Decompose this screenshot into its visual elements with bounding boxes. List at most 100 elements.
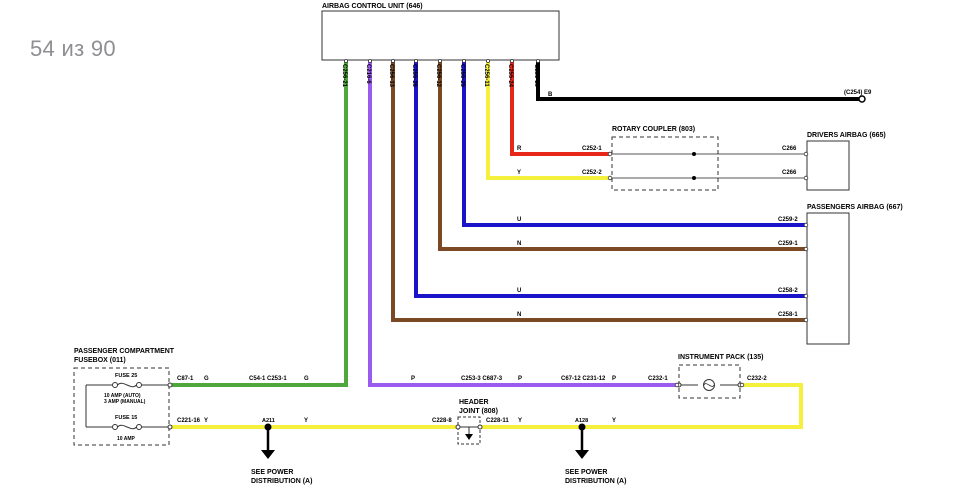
fuse-25-label: FUSE 25 bbox=[115, 373, 137, 379]
acu-pin-terminal bbox=[437, 59, 442, 64]
wire-color-r: R bbox=[517, 146, 522, 152]
acu-pin-label: C256-11 bbox=[483, 64, 489, 87]
conn-c54-c253: C54-1 C253-1 bbox=[249, 376, 287, 382]
fusebox-internal-wiring bbox=[85, 384, 168, 428]
wire-terminal bbox=[803, 317, 809, 323]
wire-terminal bbox=[739, 382, 745, 388]
wire-terminal bbox=[607, 175, 613, 181]
fusebox-label-line1: PASSENGER COMPARTMENT bbox=[74, 348, 175, 355]
acu-pin-terminal bbox=[461, 59, 466, 64]
acu-pin-label: C256-13 bbox=[388, 64, 394, 88]
header-joint-label-line2: JOINT (808) bbox=[459, 408, 498, 415]
see-power-note-2-line1[interactable]: SEE POWER bbox=[565, 469, 607, 476]
wire-terminal bbox=[674, 382, 680, 388]
acu-pin-label: C256-12 bbox=[435, 64, 441, 88]
drivers-airbag-box bbox=[806, 140, 850, 191]
fuse-25-symbol bbox=[112, 382, 142, 388]
wire-yellow-rotary bbox=[486, 62, 610, 180]
instrument-pack-box bbox=[678, 364, 741, 399]
wire-black-ground bbox=[536, 62, 860, 101]
wire-color-u-upper: U bbox=[517, 217, 521, 223]
conn-c221-16: C221-16 bbox=[177, 418, 201, 424]
fusebox-terminal-lower bbox=[167, 424, 173, 430]
header-joint-ground-arrow bbox=[465, 434, 473, 440]
fusebox-label-line2: FUSEBOX (011) bbox=[74, 357, 126, 364]
header-joint-terminal-left bbox=[455, 424, 461, 430]
acu-pin-terminal bbox=[536, 59, 541, 64]
acu-pin-label: C216-6 bbox=[365, 64, 371, 84]
wire-terminal bbox=[803, 222, 809, 228]
conn-a211: A211 bbox=[262, 418, 275, 424]
see-power-note-1-line1[interactable]: SEE POWER bbox=[251, 469, 293, 476]
fuse-25-rating-manual: 3 AMP (MANUAL) bbox=[104, 399, 146, 405]
ground-terminal bbox=[858, 95, 866, 103]
wire-color-n-upper: N bbox=[517, 241, 521, 247]
wire-color-y-rotary: Y bbox=[517, 170, 521, 176]
wire-color-u-lower: U bbox=[517, 288, 521, 294]
airbag-control-unit-box bbox=[321, 10, 560, 61]
fuse-25-rating-auto: 10 AMP (AUTO) bbox=[104, 393, 141, 399]
conn-c228-11: C228-11 bbox=[486, 418, 509, 424]
wire-terminal bbox=[803, 175, 809, 181]
wire-red bbox=[510, 62, 610, 156]
drivers-airbag-label: DRIVERS AIRBAG (665) bbox=[807, 132, 886, 139]
conn-c232-2: C232-2 bbox=[747, 376, 767, 382]
acu-pin-label: C255-24 bbox=[507, 64, 513, 88]
conn-c258-1: C258-1 bbox=[778, 312, 798, 318]
fusebox-terminal-upper bbox=[167, 382, 173, 388]
fuse-15-symbol bbox=[112, 424, 142, 430]
rotary-coupler-label: ROTARY COUPLER (803) bbox=[612, 126, 695, 133]
wire-terminal bbox=[607, 151, 613, 157]
conn-c259-2: C259-2 bbox=[778, 217, 798, 223]
wire-yellow-right bbox=[482, 383, 803, 429]
instrument-pack-bulb-symbol bbox=[703, 379, 715, 391]
passengers-airbag-label: PASSENGERS AIRBAG (667) bbox=[807, 204, 903, 211]
acu-pin-terminal bbox=[413, 59, 418, 64]
wire-color-y-2: Y bbox=[204, 418, 208, 424]
acu-pin-label: C256-21 bbox=[341, 64, 347, 88]
airbag-control-unit-label: AIRBAG CONTROL UNIT (646) bbox=[322, 3, 423, 10]
conn-a128: A128 bbox=[575, 418, 588, 424]
conn-c253-c687: C253-3 C687-3 bbox=[461, 376, 503, 382]
passengers-airbag-box bbox=[806, 212, 850, 345]
power-drop-a128 bbox=[575, 423, 589, 459]
wire-color-y-3: Y bbox=[304, 418, 308, 424]
acu-pin-terminal bbox=[509, 59, 514, 64]
wire-blue-lower bbox=[414, 62, 806, 298]
rotary-contact-1 bbox=[692, 152, 696, 156]
conn-c266-a: C266 bbox=[782, 146, 797, 152]
wire-terminal bbox=[803, 246, 809, 252]
conn-c252-2: C252-2 bbox=[582, 170, 602, 176]
conn-c266-b: C266 bbox=[782, 170, 797, 176]
wire-color-g-1: G bbox=[204, 376, 209, 382]
wire-color-p-2: P bbox=[518, 376, 522, 382]
wire-color-n-lower: N bbox=[517, 312, 521, 318]
conn-c259-1: C259-1 bbox=[778, 241, 798, 247]
conn-c87-1: C87-1 bbox=[177, 376, 194, 382]
wire-color-p-1: P bbox=[411, 376, 415, 382]
wire-color-g-2: G bbox=[304, 376, 309, 382]
see-power-note-1-line2[interactable]: DISTRIBUTION (A) bbox=[251, 478, 312, 485]
header-joint-internal bbox=[460, 426, 478, 434]
wire-blue-upper bbox=[462, 62, 806, 227]
conn-c232-1: C232-1 bbox=[648, 376, 668, 382]
wire-terminals bbox=[607, 151, 809, 388]
header-joint-terminal-right bbox=[477, 424, 483, 430]
conn-c67-c231: C67-12 C231-12 bbox=[561, 376, 606, 382]
acu-pin-terminal bbox=[367, 59, 372, 64]
acu-pin-label: C255-25 bbox=[459, 64, 465, 88]
see-power-note-2-line2[interactable]: DISTRIBUTION (A) bbox=[565, 478, 626, 485]
fusebox-box bbox=[73, 367, 170, 446]
conn-c228-8: C228-8 bbox=[432, 418, 452, 424]
acu-pin-terminal bbox=[390, 59, 395, 64]
wire-green bbox=[172, 62, 348, 387]
page-counter: 54 из 90 bbox=[30, 36, 116, 61]
fuse-15-rating: 10 AMP bbox=[117, 436, 136, 442]
fuse-15-label: FUSE 15 bbox=[115, 415, 137, 421]
header-joint-label-line1: HEADER bbox=[459, 399, 489, 406]
instrument-pack-label: INSTRUMENT PACK (135) bbox=[678, 354, 763, 361]
wire-brown-upper bbox=[438, 62, 806, 251]
